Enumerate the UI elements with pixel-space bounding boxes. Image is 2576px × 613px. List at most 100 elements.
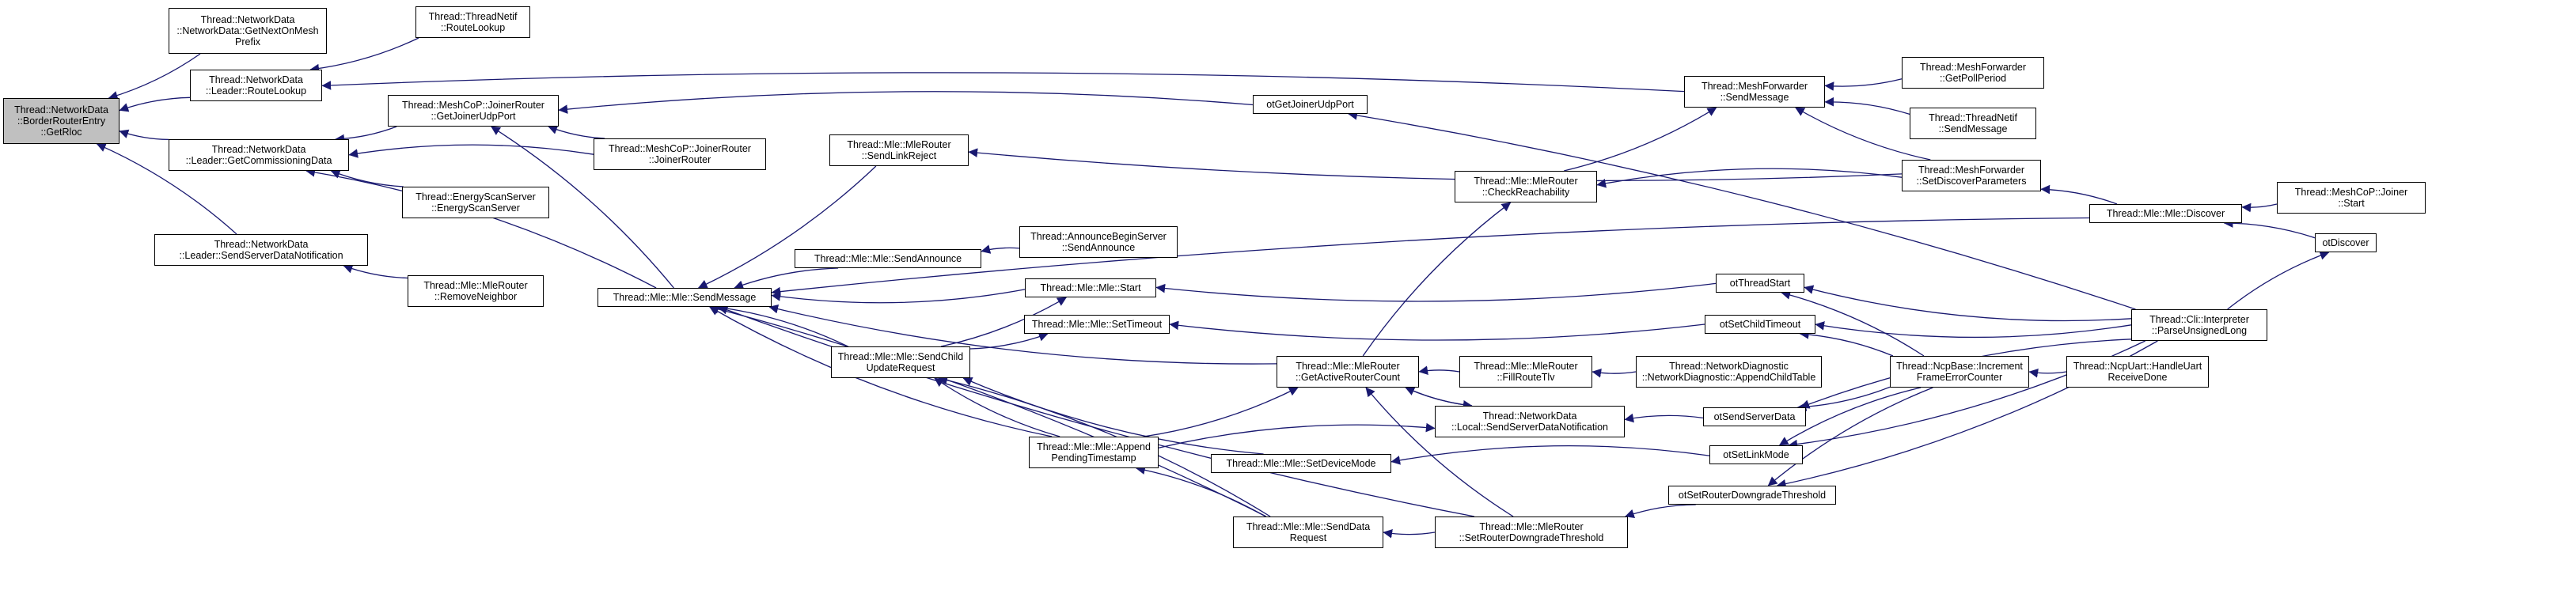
graph-node-sendsrv[interactable]: Thread::NetworkData::Leader::SendServerD… — [154, 234, 368, 266]
graph-node-label: Thread::NcpBase::Increment — [1896, 361, 2023, 372]
edge-tnroutelookup-to-routelookup — [309, 37, 419, 74]
edge-cli-to-otdiscover — [2227, 251, 2330, 310]
graph-node-filltlv[interactable]: Thread::Mle::MleRouter::FillRouteTlv — [1459, 356, 1592, 388]
graph-node-checkreach[interactable]: Thread::Mle::MleRouter::CheckReachabilit… — [1455, 171, 1597, 202]
edge-setdisc-to-linkreject — [968, 148, 1903, 182]
graph-node-energy[interactable]: Thread::EnergyScanServer::EnergyScanServ… — [402, 187, 549, 218]
graph-node-label: ::Start — [2338, 198, 2365, 209]
graph-node-routelookup[interactable]: Thread::NetworkData::Leader::RouteLookup — [190, 70, 322, 101]
graph-node-label: ::Leader::RouteLookup — [205, 85, 307, 96]
graph-node-appendchild[interactable]: Thread::NetworkDiagnostic::NetworkDiagno… — [1636, 356, 1822, 388]
graph-node-label: Thread::NetworkData — [200, 14, 295, 25]
edge-sendannounce-to-sendmessage — [734, 267, 839, 289]
graph-node-label: Thread::Mle::Mle::Append — [1037, 441, 1151, 452]
edge-getcomm-to-root — [119, 129, 169, 141]
graph-node-label: ::JoinerRouter — [648, 154, 711, 165]
graph-node-joinerudp[interactable]: Thread::MeshCoP::JoinerRouter::GetJoiner… — [388, 95, 559, 127]
graph-node-label: Thread::MeshForwarder — [1918, 165, 2025, 176]
graph-node-label: ::BorderRouterEntry — [17, 115, 106, 127]
graph-node-label: otSetChildTimeout — [1719, 319, 1801, 330]
graph-node-label: Thread::Mle::Mle::SendMessage — [613, 292, 757, 303]
graph-node-label: ::SetDiscoverParameters — [1916, 176, 2027, 187]
graph-node-otsetlink[interactable]: otSetLinkMode — [1709, 445, 1803, 464]
graph-node-joinerstart[interactable]: Thread::MeshCoP::Joiner::Start — [2277, 182, 2426, 214]
edge-removeneighbor-to-sendsrv — [343, 264, 408, 279]
graph-node-sendannounce[interactable]: Thread::Mle::Mle::SendAnnounce — [795, 249, 981, 268]
graph-node-tnroutelookup[interactable]: Thread::ThreadNetif::RouteLookup — [415, 6, 530, 38]
edge-setdown-to-senddata — [1383, 528, 1436, 539]
graph-node-setdisc[interactable]: Thread::MeshForwarder::SetDiscoverParame… — [1902, 160, 2041, 191]
graph-node-cli[interactable]: Thread::Cli::Interpreter::ParseUnsignedL… — [2131, 309, 2267, 341]
edge-ncpinc-to-otthreadstart — [1781, 290, 1925, 357]
graph-node-otsetdown[interactable]: otSetRouterDowngradeThreshold — [1668, 486, 1836, 505]
graph-node-mlestart[interactable]: Thread::Mle::Mle::Start — [1025, 278, 1156, 297]
edge-joinerstart-to-discover — [2241, 202, 2278, 213]
graph-node-abss[interactable]: Thread::AnnounceBeginServer::SendAnnounc… — [1019, 226, 1178, 258]
graph-node-linkreject[interactable]: Thread::Mle::MleRouter::SendLinkReject — [829, 134, 969, 166]
edge-senddata-to-appendpending — [1136, 465, 1266, 517]
edge-mfsend-to-routelookup — [321, 72, 1685, 93]
graph-node-label: ::Local::SendServerDataNotification — [1451, 422, 1609, 433]
graph-node-setdown[interactable]: Thread::Mle::MleRouter::SetRouterDowngra… — [1435, 517, 1628, 548]
edge-otgetjoiner-to-joinerudp — [558, 91, 1254, 114]
edge-activerouter-to-sendmessage — [768, 304, 1277, 365]
graph-node-label: ::Leader::GetCommissioningData — [185, 155, 332, 166]
graph-node-settimeout[interactable]: Thread::Mle::Mle::SetTimeout — [1024, 315, 1170, 334]
edge-appendpending-to-childupdate — [934, 377, 1060, 437]
edge-cli-to-otsetchild — [1815, 321, 2132, 339]
graph-node-label: ::ParseUnsignedLong — [2151, 325, 2248, 336]
graph-node-sendmessage[interactable]: Thread::Mle::Mle::SendMessage — [598, 288, 772, 307]
graph-node-tnsend[interactable]: Thread::ThreadNetif::SendMessage — [1910, 108, 2036, 139]
graph-node-otsetchild[interactable]: otSetChildTimeout — [1705, 315, 1815, 334]
graph-node-label: Thread::MeshForwarder — [1919, 62, 2027, 73]
graph-node-label: Thread::NcpUart::HandleUart — [2073, 361, 2202, 372]
graph-node-devmode[interactable]: Thread::Mle::Mle::SetDeviceMode — [1211, 454, 1391, 473]
graph-node-label: Thread::ThreadNetif — [428, 11, 518, 22]
graph-node-getcomm[interactable]: Thread::NetworkData::Leader::GetCommissi… — [169, 139, 349, 171]
graph-node-label: ::SendLinkReject — [861, 150, 937, 161]
graph-node-getnext[interactable]: Thread::NetworkData::NetworkData::GetNex… — [169, 8, 327, 54]
graph-node-label: Thread::Mle::MleRouter — [1474, 361, 1578, 372]
edge-otsetserver-to-localsend — [1624, 413, 1704, 423]
graph-node-label: Thread::Mle::Mle::SendChild — [837, 351, 964, 362]
graph-node-otgetjoiner[interactable]: otGetJoinerUdpPort — [1253, 95, 1368, 114]
graph-node-joinerrouter[interactable]: Thread::MeshCoP::JoinerRouter::JoinerRou… — [594, 138, 766, 170]
graph-node-otthreadstart[interactable]: otThreadStart — [1716, 274, 1804, 293]
graph-node-label: Thread::AnnounceBeginServer — [1030, 231, 1167, 242]
graph-node-label: Prefix — [235, 36, 260, 47]
graph-node-localsend[interactable]: Thread::NetworkData::Local::SendServerDa… — [1435, 406, 1625, 437]
edge-activerouter-to-localsend — [1405, 387, 1473, 410]
graph-node-discover[interactable]: Thread::Mle::Mle::Discover — [2089, 204, 2242, 223]
edge-ncpinc-to-otsetserver — [1796, 386, 1891, 412]
edge-otdiscover-to-discover — [2223, 218, 2316, 239]
graph-node-label: ::SendAnnounce — [1061, 242, 1136, 253]
graph-node-removeneighbor[interactable]: Thread::Mle::MleRouter::RemoveNeighbor — [408, 275, 544, 307]
graph-node-root[interactable]: Thread::NetworkData::BorderRouterEntry::… — [3, 98, 120, 144]
graph-node-label: ::NetworkData::GetNextOnMesh — [176, 25, 319, 36]
graph-node-otdiscover[interactable]: otDiscover — [2315, 233, 2377, 252]
graph-node-label: Thread::Mle::Mle::Start — [1040, 282, 1141, 293]
edge-joinerrouter-to-getcomm — [348, 144, 594, 158]
graph-node-label: PendingTimestamp — [1051, 452, 1136, 464]
edge-childupdate-to-sendmessage — [715, 303, 848, 347]
graph-node-label: Thread::Mle::Mle::SetTimeout — [1031, 319, 1163, 330]
graph-node-otsetserver[interactable]: otSendServerData — [1703, 407, 1806, 426]
edge-otsetlink-to-devmode — [1390, 445, 1710, 465]
graph-node-activerouter[interactable]: Thread::Mle::MleRouter::GetActiveRouterC… — [1277, 356, 1419, 388]
graph-node-label: Thread::ThreadNetif — [1929, 112, 2017, 123]
graph-node-getpoll[interactable]: Thread::MeshForwarder::GetPollPeriod — [1902, 57, 2044, 89]
graph-node-label: Thread::NetworkData — [211, 144, 306, 155]
graph-node-mfsend[interactable]: Thread::MeshForwarder::SendMessage — [1684, 76, 1825, 108]
graph-node-label: otGetJoinerUdpPort — [1266, 99, 1354, 110]
edge-joinerrouter-to-joinerudp — [548, 125, 605, 139]
edge-appendchild-to-filltlv — [1592, 368, 1637, 378]
graph-node-label: FrameErrorCounter — [1916, 372, 2003, 383]
graph-node-label: ::RemoveNeighbor — [434, 291, 518, 302]
graph-node-label: ReceiveDone — [2107, 372, 2168, 383]
edge-childupdate-to-settimeout — [969, 332, 1049, 350]
